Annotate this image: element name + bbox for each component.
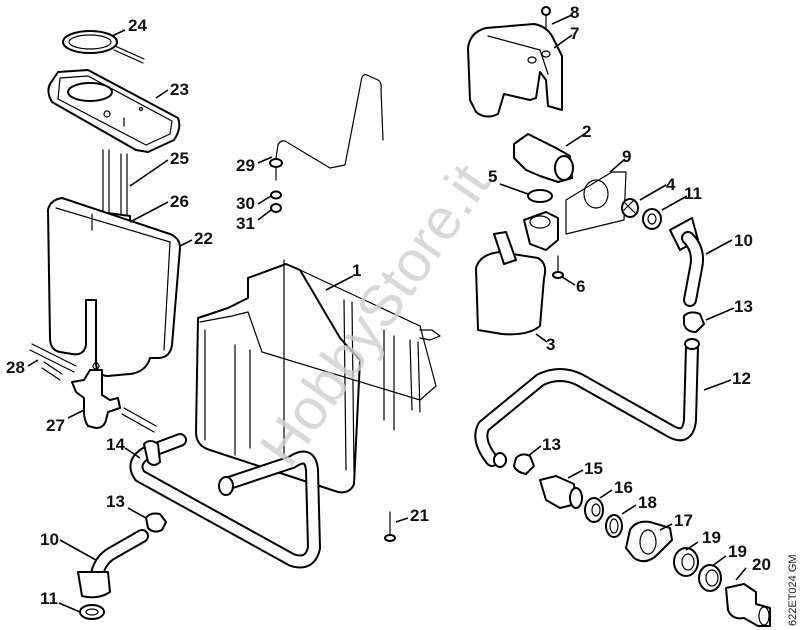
part-hex-nut	[584, 497, 604, 523]
part-handle-bracket	[269, 74, 384, 213]
callout-2: 2	[582, 122, 591, 141]
part-elbow-connector-top	[669, 217, 704, 307]
callout-21: 21	[410, 506, 429, 525]
callout-1: 1	[352, 261, 361, 280]
part-metering-valve	[71, 362, 121, 429]
figure-code: 622ET024 GM	[787, 554, 799, 626]
callout-12: 12	[732, 369, 751, 388]
callout-18: 18	[638, 493, 657, 512]
part-coupling	[625, 520, 673, 563]
callout-30: 30	[236, 194, 255, 213]
callout-4: 4	[666, 175, 676, 194]
callout-6: 6	[576, 277, 585, 296]
callout-19-a: 19	[702, 528, 721, 547]
part-washer-bottom	[79, 604, 105, 620]
callout-13-middle: 13	[542, 435, 561, 454]
callout-13-left: 13	[106, 492, 125, 511]
part-quick-coupling	[725, 583, 771, 627]
callout-15: 15	[584, 459, 603, 478]
part-o-ring-1	[673, 547, 699, 577]
part-detergent-tank	[47, 197, 181, 377]
part-tapping-screw	[384, 511, 396, 542]
part-suction-hose	[129, 433, 321, 569]
callout-20: 20	[752, 555, 771, 574]
callout-16: 16	[614, 478, 633, 497]
callout-27: 27	[46, 416, 65, 435]
part-hose-clamp-middle	[513, 453, 535, 475]
callout-7: 7	[570, 24, 579, 43]
callout-3: 3	[546, 335, 555, 354]
callout-11-bottom: 11	[40, 589, 58, 608]
callout-26: 26	[170, 192, 189, 211]
callout-labels: 1 2 3 4 5 6 7 8 9 10 10 11 11 12 13 13 1…	[6, 3, 771, 608]
callout-25: 25	[170, 149, 189, 168]
part-hose-clamp-right	[683, 311, 705, 333]
part-water-hose	[474, 338, 700, 468]
part-valve-diaphragm	[527, 189, 553, 203]
callout-22: 22	[194, 229, 213, 248]
callout-9: 9	[622, 147, 631, 166]
callout-31: 31	[236, 214, 255, 233]
callout-13-right: 13	[734, 297, 753, 316]
callout-5: 5	[488, 167, 497, 186]
part-valve-cover	[467, 23, 563, 118]
part-solenoid-valve	[513, 133, 574, 183]
part-o-ring-2	[698, 564, 722, 592]
callout-28: 28	[6, 358, 25, 377]
part-hose-pieces	[29, 343, 157, 433]
part-tank-bracket-housing	[195, 259, 441, 494]
part-seal-ring	[605, 514, 623, 538]
part-screw	[552, 255, 564, 279]
part-valve-coil	[475, 211, 559, 336]
part-gasket-plate	[565, 171, 627, 235]
part-hose-nipple	[539, 475, 583, 509]
callout-14: 14	[106, 435, 125, 454]
callout-29: 29	[236, 156, 255, 175]
callout-23: 23	[170, 80, 189, 99]
part-strainer	[621, 198, 639, 218]
callout-8: 8	[570, 3, 579, 22]
callout-24: 24	[128, 16, 147, 35]
part-elbow-connector-bottom	[77, 529, 149, 599]
callout-10-bottom: 10	[40, 530, 59, 549]
part-cover-screw	[541, 6, 551, 31]
part-cap-seal	[62, 30, 145, 64]
part-washer-top	[642, 208, 662, 230]
leader-lines	[27, 14, 747, 613]
callout-17: 17	[674, 511, 693, 530]
callout-10-top: 10	[734, 231, 753, 250]
callout-19-b: 19	[728, 542, 747, 561]
part-hose-clamp-left	[145, 512, 167, 533]
part-tank-cap-plate	[47, 69, 181, 153]
callout-11-top: 11	[684, 184, 702, 203]
